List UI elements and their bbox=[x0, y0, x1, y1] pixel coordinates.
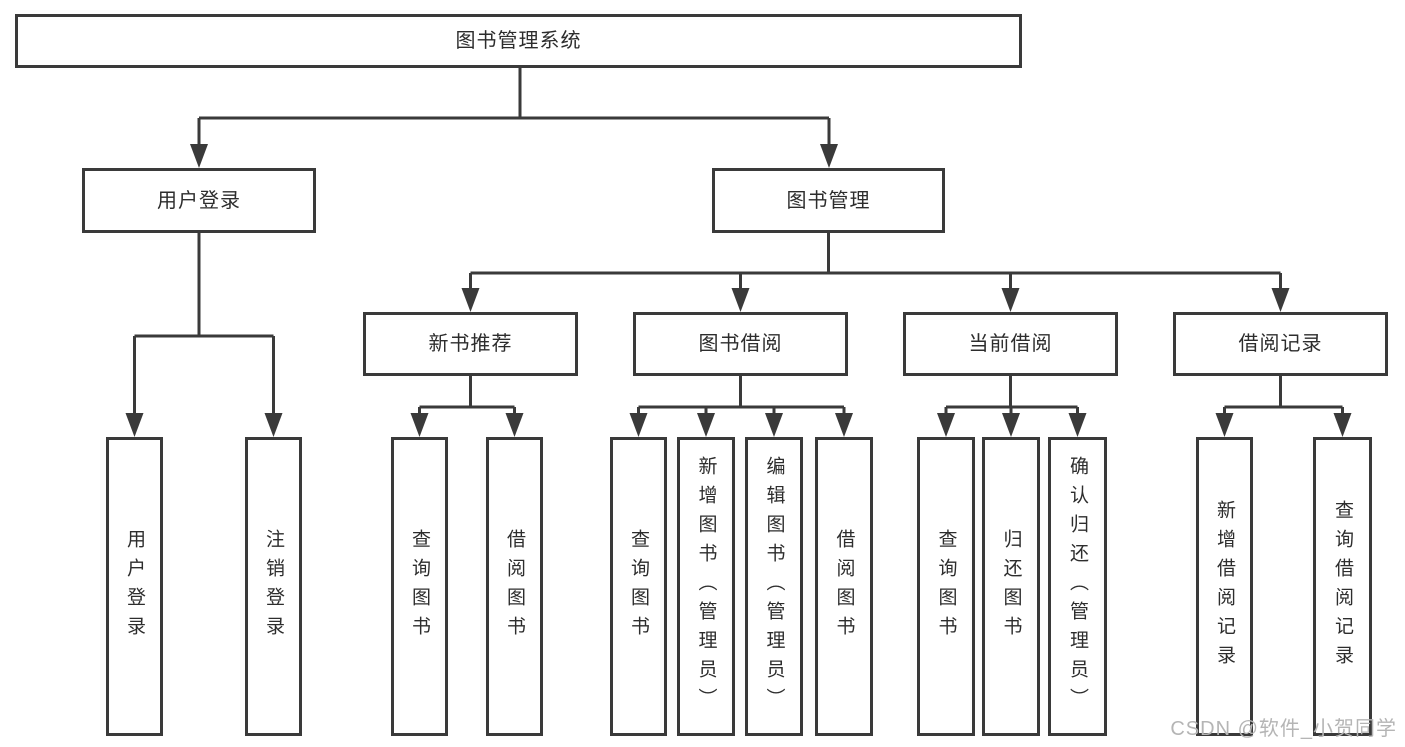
node-root: 图书管理系统 bbox=[15, 14, 1022, 68]
node-borrowing-add-books-label: 新增图书（管理员） bbox=[695, 456, 717, 717]
watermark: CSDN @软件_小贺同学 bbox=[1170, 718, 1397, 740]
node-records-query-record: 查询借阅记录 bbox=[1313, 437, 1372, 736]
node-user-login: 用户登录 bbox=[106, 437, 163, 736]
node-borrowing-edit-books-label: 编辑图书（管理员） bbox=[763, 456, 785, 717]
node-current-return-books-label: 归还图书 bbox=[1000, 528, 1022, 645]
node-recommend-query-books-label: 查询图书 bbox=[409, 528, 430, 645]
node-root-label: 图书管理系统 bbox=[455, 30, 582, 52]
node-borrowing-borrow-books-label: 借阅图书 bbox=[833, 528, 855, 645]
node-borrowing-query-books-label: 查询图书 bbox=[628, 528, 649, 645]
node-borrowing-records: 借阅记录 bbox=[1173, 312, 1388, 376]
node-borrowing-edit-books: 编辑图书（管理员） bbox=[745, 437, 803, 736]
node-book-management: 图书管理 bbox=[712, 168, 945, 233]
node-current-query-books: 查询图书 bbox=[917, 437, 975, 736]
node-user-login-label: 用户登录 bbox=[124, 528, 145, 645]
node-borrowing-add-books: 新增图书（管理员） bbox=[677, 437, 735, 736]
node-borrowing-borrow-books: 借阅图书 bbox=[815, 437, 873, 736]
node-book-management-label: 图书管理 bbox=[786, 189, 871, 212]
node-recommend-borrow-books-label: 借阅图书 bbox=[504, 528, 525, 645]
node-current-confirm-return: 确认归还（管理员） bbox=[1048, 437, 1107, 736]
node-borrowing-records-label: 借阅记录 bbox=[1238, 333, 1323, 355]
node-logout: 注销登录 bbox=[245, 437, 302, 736]
node-current-confirm-return-label: 确认归还（管理员） bbox=[1067, 456, 1088, 717]
node-logout-label: 注销登录 bbox=[263, 528, 284, 645]
node-records-add-record-label: 新增借阅记录 bbox=[1214, 499, 1235, 674]
node-records-query-record-label: 查询借阅记录 bbox=[1332, 499, 1353, 674]
node-recommend-query-books: 查询图书 bbox=[391, 437, 448, 736]
node-user-login-group: 用户登录 bbox=[82, 168, 316, 233]
node-book-borrowing-label: 图书借阅 bbox=[698, 333, 783, 355]
node-user-login-group-label: 用户登录 bbox=[157, 189, 241, 212]
node-current-borrowing: 当前借阅 bbox=[903, 312, 1118, 376]
node-borrowing-query-books: 查询图书 bbox=[610, 437, 667, 736]
node-current-borrowing-label: 当前借阅 bbox=[968, 333, 1053, 355]
node-records-add-record: 新增借阅记录 bbox=[1196, 437, 1253, 736]
node-book-borrowing: 图书借阅 bbox=[633, 312, 848, 376]
node-new-book-recommend: 新书推荐 bbox=[363, 312, 578, 376]
node-recommend-borrow-books: 借阅图书 bbox=[486, 437, 543, 736]
node-current-query-books-label: 查询图书 bbox=[935, 528, 957, 645]
node-current-return-books: 归还图书 bbox=[982, 437, 1040, 736]
node-new-book-recommend-label: 新书推荐 bbox=[428, 333, 513, 355]
